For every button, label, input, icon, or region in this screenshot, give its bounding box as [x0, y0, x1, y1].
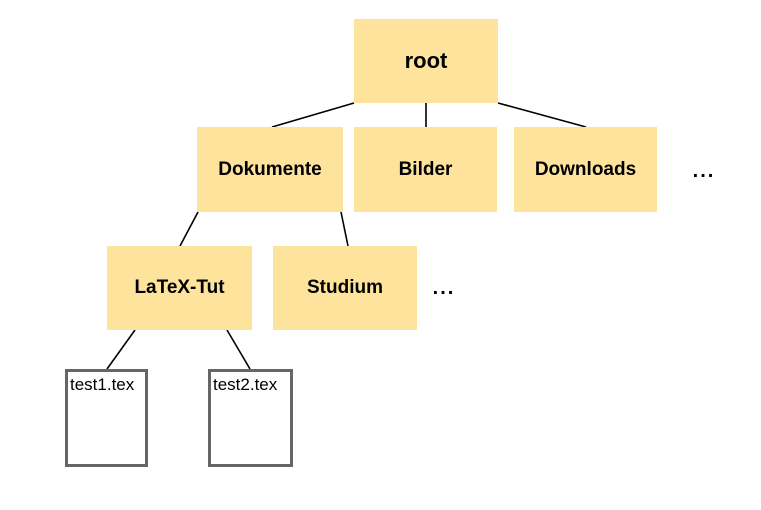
edge-dokumente-latextut — [179, 211, 199, 247]
tree-node-bilder-label: Bilder — [398, 158, 453, 180]
edge-latextut-test1 — [106, 329, 136, 370]
tree-node-studium: Studium — [273, 246, 417, 330]
tree-node-studium-label: Studium — [307, 277, 383, 298]
ellipsis-more-folders-level2: ... — [432, 277, 456, 299]
tree-node-dokumente-label: Dokumente — [218, 158, 322, 180]
tree-node-root-label: root — [404, 48, 448, 73]
edge-root-dokumente — [271, 102, 355, 128]
edge-root-downloads — [497, 102, 587, 128]
edge-dokumente-studium — [340, 211, 349, 247]
file-node-test1-label: test1.tex — [70, 375, 135, 394]
file-node-test2-label: test2.tex — [213, 375, 278, 394]
ellipsis-more-folders-level1: ... — [692, 160, 716, 182]
tree-node-dokumente: Dokumente — [197, 127, 343, 212]
tree-node-latex-tut-label: LaTeX-Tut — [134, 277, 225, 298]
file-node-test2: test2.tex — [208, 369, 293, 467]
tree-node-downloads-label: Downloads — [534, 158, 637, 180]
tree-node-root: root — [354, 19, 498, 103]
edge-latextut-test2 — [226, 329, 251, 370]
file-node-test1: test1.tex — [65, 369, 148, 467]
tree-node-downloads: Downloads — [514, 127, 657, 212]
tree-node-latex-tut: LaTeX-Tut — [107, 246, 252, 330]
tree-node-bilder: Bilder — [354, 127, 497, 212]
